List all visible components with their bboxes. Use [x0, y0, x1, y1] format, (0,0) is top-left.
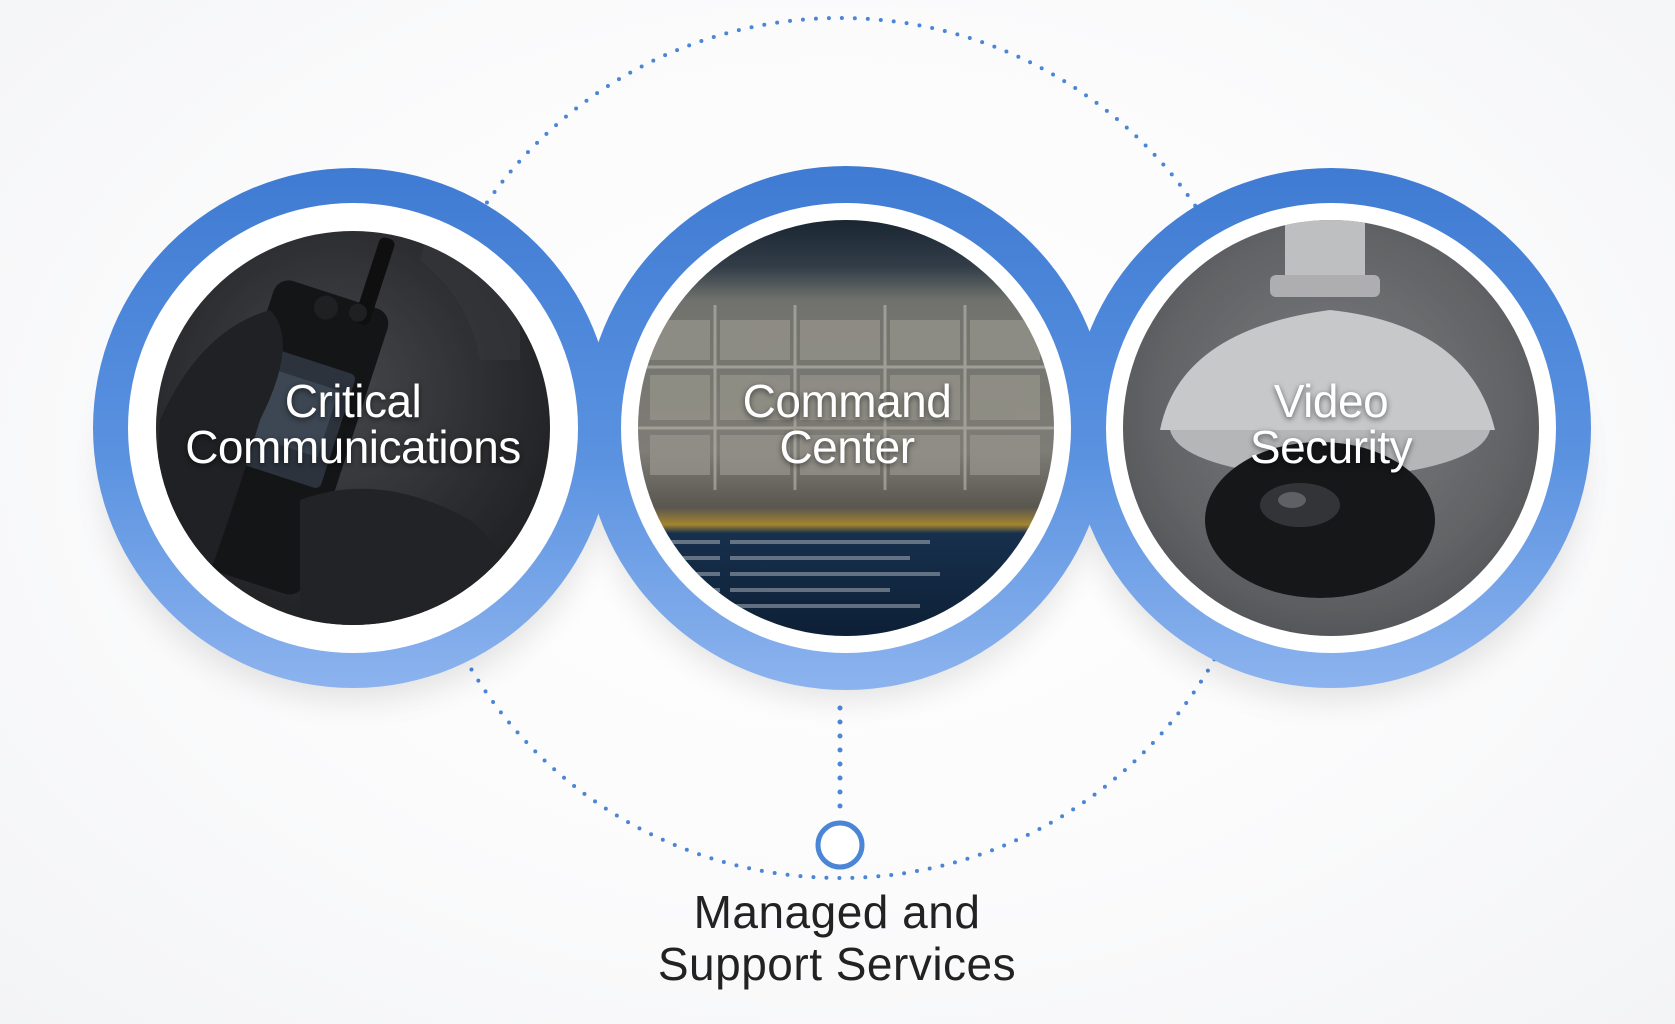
services-node-ring	[815, 820, 865, 870]
video-security-node	[1071, 168, 1591, 688]
dome-camera-photo	[1123, 220, 1539, 636]
command-center-label: Command Center	[742, 375, 952, 473]
managed-support-services-label: Managed and Support Services	[657, 886, 1017, 990]
video-security-label: Video Security	[1249, 375, 1413, 473]
map-dashboard-photo	[638, 220, 1054, 636]
radio-photo	[156, 231, 550, 625]
critical-communications-label: Critical Communications	[185, 375, 521, 473]
critical-communications-node	[93, 168, 613, 688]
command-center-node	[584, 166, 1108, 690]
